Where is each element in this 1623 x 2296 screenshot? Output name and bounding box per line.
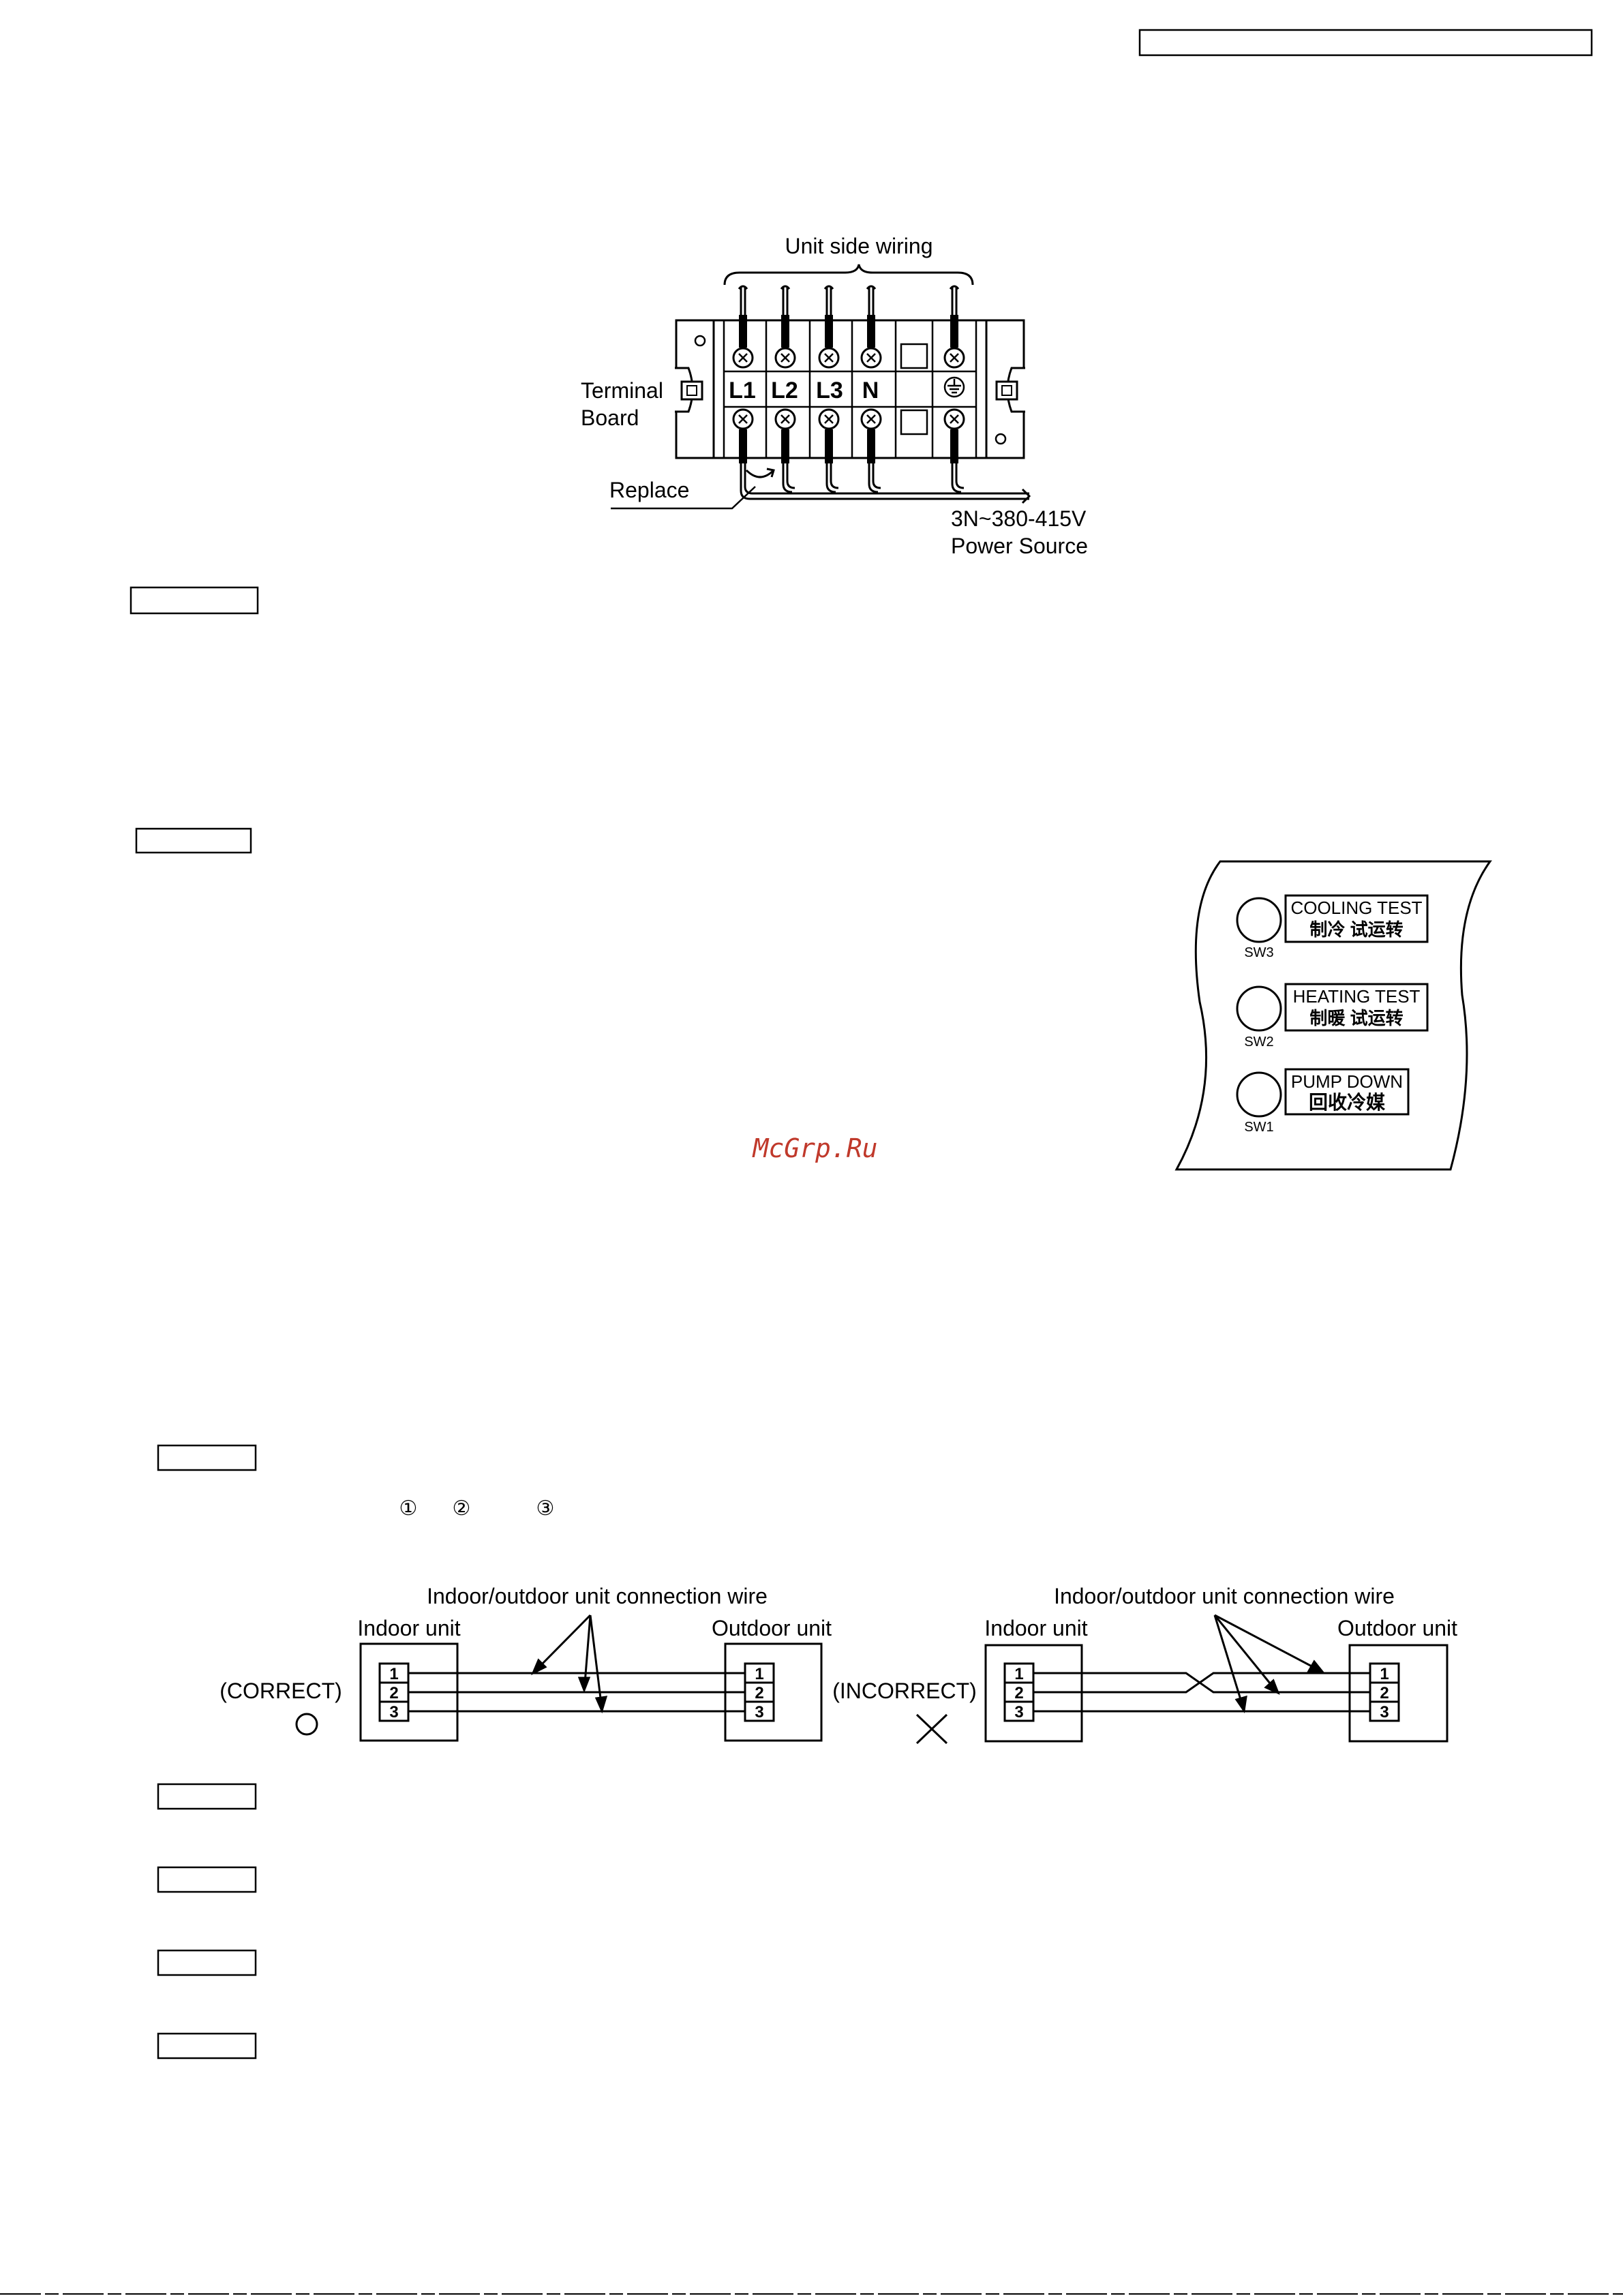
terminal-board-label-1: Terminal [581, 378, 663, 403]
sw1-title: PUMP DOWN [1291, 1071, 1403, 1092]
svg-text:1: 1 [1380, 1665, 1389, 1683]
svg-text:1: 1 [1014, 1665, 1023, 1683]
sw1-label-box [1284, 1068, 1410, 1116]
switch-panel: SW3 COOLING TEST 制冷 试运转 SW2 HEATING TEST… [1174, 860, 1492, 1171]
terminal-n-label: N [862, 378, 879, 403]
circled-number-3: ③ [536, 1497, 555, 1520]
correct-pointer-arrows [531, 1614, 608, 1714]
circle-icon [295, 1713, 318, 1736]
incorrect-connection-diagram: Indoor/outdoor unit connection wire Indo… [832, 1584, 1457, 1745]
terminal-labels: L1 L2 L3 N [729, 378, 879, 403]
replace-label: Replace [609, 478, 689, 502]
section-label-box-6 [157, 1949, 257, 1976]
svg-text:3: 3 [1014, 1703, 1023, 1721]
incorrect-label: (INCORRECT) [832, 1679, 977, 1703]
watermark: McGrp.Ru [751, 1133, 877, 1163]
circled-number-2: ② [453, 1497, 471, 1520]
wiring-brace [723, 264, 974, 286]
correct-indoor-label: Indoor unit [357, 1616, 460, 1640]
correct-connection-diagram: Indoor/outdoor unit connection wire Indo… [219, 1584, 832, 1742]
svg-text:2: 2 [755, 1684, 763, 1702]
incorrect-indoor-terminals: 1 2 3 [1003, 1662, 1035, 1722]
section-label-box-5 [157, 1866, 257, 1893]
sw3-code: SW3 [1244, 945, 1273, 960]
terminal-board-figure: Unit side wiring [581, 234, 1088, 558]
svg-text:3: 3 [1380, 1703, 1389, 1721]
sw2-label-box [1284, 983, 1429, 1032]
correct-outdoor-label: Outdoor unit [712, 1616, 832, 1640]
svg-text:3: 3 [389, 1703, 398, 1721]
bottom-wires [732, 408, 1031, 504]
top-wires [732, 285, 965, 369]
sw3-subtitle: 制冷 试运转 [1309, 919, 1403, 940]
section-label-box-1 [130, 586, 259, 615]
sw3-button[interactable] [1236, 897, 1282, 943]
ground-icon [943, 376, 965, 398]
svg-text:1: 1 [755, 1665, 763, 1683]
section-label-box-3 [157, 1444, 257, 1471]
svg-text:3: 3 [755, 1703, 763, 1721]
header-box [1138, 29, 1593, 57]
correct-label: (CORRECT) [219, 1679, 342, 1703]
power-source-label-1: 3N~380-415V [951, 506, 1087, 531]
unit-side-wiring-label: Unit side wiring [785, 234, 933, 258]
svg-text:2: 2 [1014, 1684, 1023, 1702]
incorrect-pointer-arrows [1213, 1614, 1325, 1713]
incorrect-outdoor-terminals: 1 2 3 [1369, 1662, 1400, 1722]
replace-leader [611, 486, 756, 510]
incorrect-indoor-label: Indoor unit [984, 1616, 1087, 1640]
section-label-box-2 [135, 827, 252, 854]
svg-text:1: 1 [389, 1665, 398, 1683]
sw1-code: SW1 [1244, 1120, 1273, 1135]
terminal-l1-label: L1 [729, 378, 756, 403]
sw2-code: SW2 [1244, 1035, 1273, 1050]
sw3-title: COOLING TEST [1290, 898, 1422, 918]
circled-number-1: ① [399, 1497, 418, 1520]
terminal-l3-label: L3 [816, 378, 843, 403]
sw2-subtitle: 制暖 试运转 [1309, 1008, 1403, 1028]
section-label-box-7 [157, 2032, 257, 2060]
terminal-l2-label: L2 [771, 378, 798, 403]
cross-icon [915, 1713, 948, 1745]
sw3-label-box [1284, 894, 1429, 943]
sw1-subtitle: 回收冷媒 [1309, 1092, 1386, 1113]
sw2-title: HEATING TEST [1293, 986, 1421, 1007]
section-label-box-4 [157, 1783, 257, 1810]
incorrect-outdoor-label: Outdoor unit [1337, 1616, 1457, 1640]
terminal-board-label-2: Board [581, 405, 639, 430]
terminal-slots [723, 320, 977, 458]
incorrect-wires [1033, 1672, 1370, 1713]
svg-text:2: 2 [389, 1684, 398, 1702]
correct-wires [408, 1672, 745, 1713]
incorrect-wire-label: Indoor/outdoor unit connection wire [1054, 1584, 1395, 1608]
power-source-label-2: Power Source [951, 534, 1088, 558]
sw1-button[interactable] [1236, 1071, 1282, 1118]
correct-wire-label: Indoor/outdoor unit connection wire [427, 1584, 768, 1608]
correct-outdoor-terminals: 1 2 3 [744, 1662, 775, 1722]
board-body [675, 319, 1025, 459]
sw2-button[interactable] [1236, 985, 1282, 1032]
correct-indoor-terminals: 1 2 3 [378, 1662, 410, 1722]
svg-text:2: 2 [1380, 1684, 1389, 1702]
